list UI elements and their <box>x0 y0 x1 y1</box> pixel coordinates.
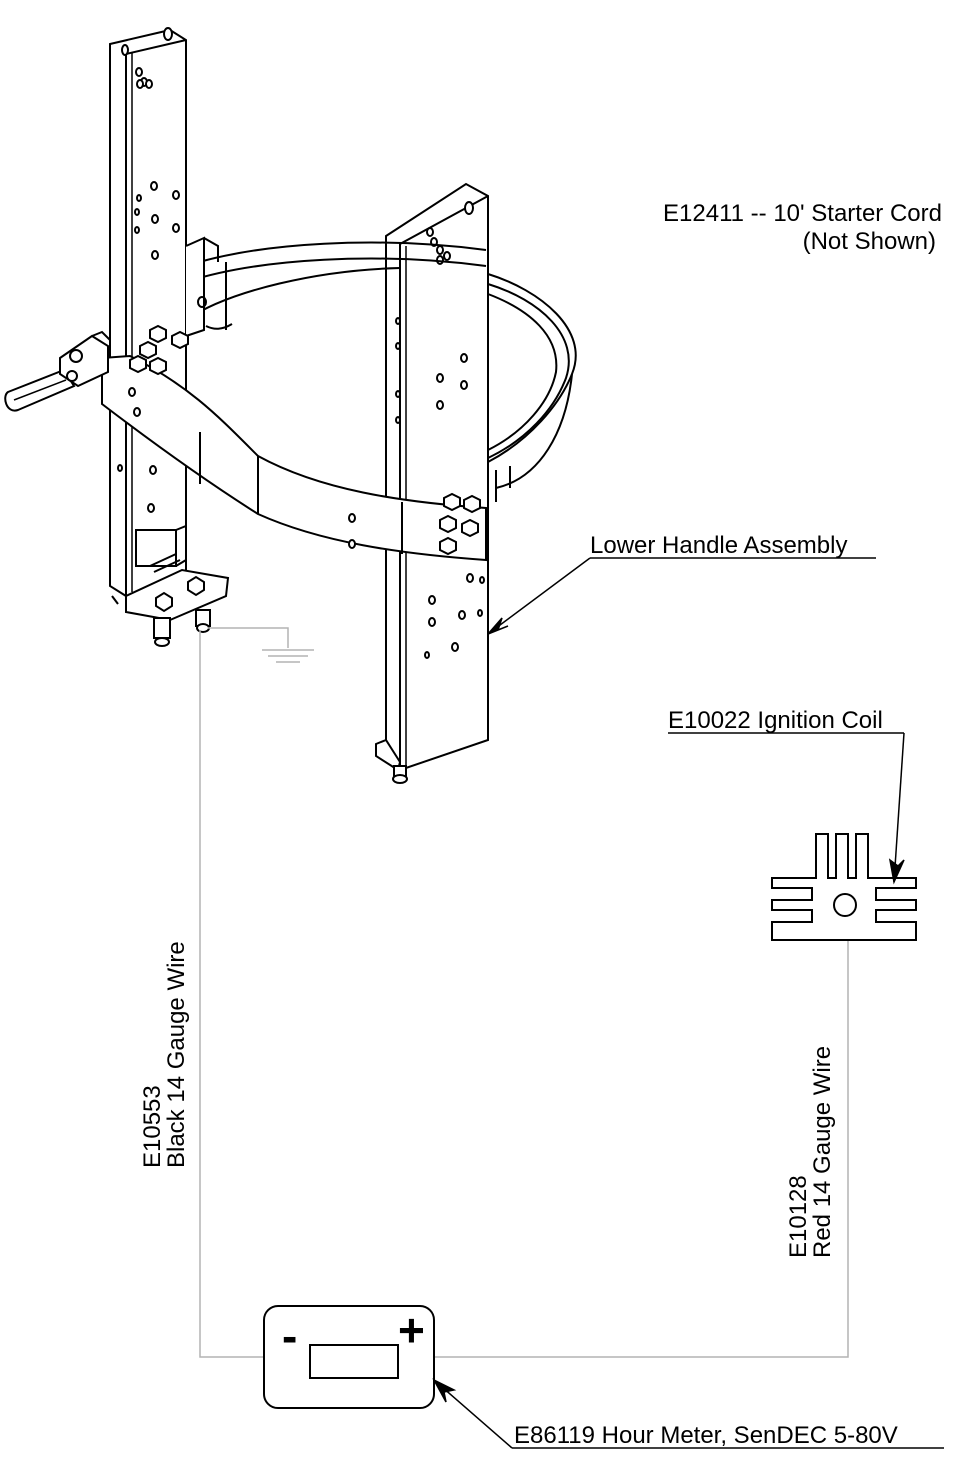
starter-cord-note: (Not Shown) <box>803 228 936 255</box>
minus-terminal-label: - <box>282 1310 297 1362</box>
band-bolts <box>129 324 481 556</box>
black-wire-description: Black 14 Gauge Wire <box>163 941 190 1168</box>
black-wire <box>199 630 270 1358</box>
ignition-coil-label: E10022 Ignition Coil <box>668 707 883 734</box>
right-upright <box>375 182 489 784</box>
lower-handle-label: Lower Handle Assembly <box>590 532 847 559</box>
black-wire-part-number: E10553 <box>139 1085 166 1168</box>
plus-terminal-label: + <box>398 1304 425 1356</box>
starter-cord-label: E12411 -- 10' Starter Cord <box>663 200 942 227</box>
hour-meter: - + <box>263 1304 435 1409</box>
clamp-band <box>185 236 577 502</box>
coil-leader <box>893 732 905 883</box>
leaders <box>432 557 944 1449</box>
hour-meter-display <box>309 1344 399 1379</box>
wires <box>199 627 849 1358</box>
coil-center-hole <box>833 893 857 917</box>
black-wire-label: E10553 Black 14 Gauge Wire <box>139 941 190 1168</box>
left-upright <box>109 27 187 605</box>
clamp-lever <box>4 330 111 412</box>
ignition-coil <box>771 833 917 941</box>
red-wire-description: Red 14 Gauge Wire <box>809 1046 836 1258</box>
ground-wire <box>208 627 289 648</box>
red-wire-part-number: E10128 <box>785 1175 812 1258</box>
red-wire-label: E10128 Red 14 Gauge Wire <box>785 1046 836 1258</box>
front-band <box>101 354 487 562</box>
ground-symbol <box>262 649 314 663</box>
ground-terminal <box>125 524 230 647</box>
handle-leader <box>487 557 591 635</box>
hour-meter-label: E86119 Hour Meter, SenDEC 5-80V <box>514 1422 898 1449</box>
red-wire <box>434 940 849 1358</box>
